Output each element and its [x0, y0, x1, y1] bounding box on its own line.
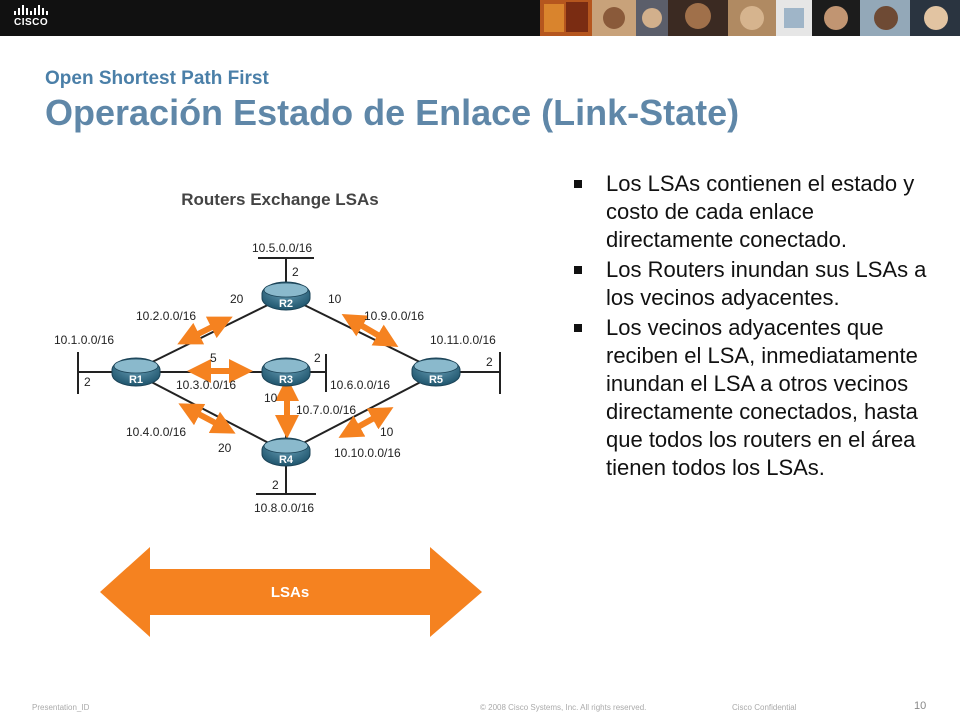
network-label: 10.5.0.0/16: [252, 241, 312, 255]
network-label: 10.8.0.0/16: [254, 501, 314, 515]
cost-label: 10: [380, 425, 394, 439]
bullet-item: Los LSAs contienen el estado y costo de …: [572, 170, 942, 254]
bullet-square-icon: [574, 266, 582, 274]
slide-subtitle: Open Shortest Path First: [45, 68, 269, 89]
router-r4: R4: [261, 437, 311, 467]
cost-label: 2: [272, 478, 279, 492]
cost-label: 10: [328, 292, 342, 306]
router-label-r2: R2: [279, 298, 293, 310]
router-label-r4: R4: [279, 454, 294, 466]
lsa-arrow-label: LSAs: [271, 584, 309, 601]
page-number: 10: [914, 700, 927, 712]
network-label: 10.4.0.0/16: [126, 425, 186, 439]
network-label: 10.6.0.0/16: [330, 378, 390, 392]
network-label: 10.11.0.0/16: [430, 333, 496, 347]
lsa-arrow-r4-r5: [338, 407, 394, 438]
bullet-square-icon: [574, 180, 582, 188]
diagram-heading: Routers Exchange LSAs: [181, 190, 378, 209]
cost-label: 2: [292, 265, 299, 279]
lsa-double-arrow: [100, 547, 482, 637]
cost-label: 2: [84, 375, 91, 389]
footer-presentation-id: Presentation_ID: [32, 703, 90, 712]
bullet-item: Los Routers inundan sus LSAs a los vecin…: [572, 256, 942, 312]
cisco-logo-icon: [14, 5, 48, 15]
bullet-item: Los vecinos adyacentes que reciben el LS…: [572, 314, 942, 482]
footer-confidential: Cisco Confidential: [732, 703, 797, 712]
bullet-text: Los vecinos adyacentes que reciben el LS…: [606, 315, 918, 480]
footer-copyright: © 2008 Cisco Systems, Inc. All rights re…: [480, 703, 647, 712]
router-r2: R2: [261, 281, 311, 311]
network-label: 10.3.0.0/16: [176, 378, 236, 392]
router-label-r1: R1: [129, 374, 143, 386]
header-banner: CISCO: [0, 0, 960, 36]
cost-label: 2: [486, 355, 493, 369]
network-label: 10.10.0.0/16: [334, 446, 401, 460]
lsa-arrow-r1-r2: [177, 316, 233, 345]
lsa-arrow-r2-r5: [341, 313, 399, 348]
router-label-r5: R5: [429, 374, 443, 386]
network-label: 10.9.0.0/16: [364, 309, 424, 323]
network-label: 10.2.0.0/16: [136, 309, 196, 323]
link-r2-r5: [285, 295, 437, 371]
router-r5: R5: [411, 357, 461, 387]
bullet-list: Los LSAs contienen el estado y costo de …: [572, 170, 942, 484]
cost-label: 5: [210, 351, 217, 365]
lsa-arrow-r1-r4: [178, 403, 236, 434]
banner-photos: [540, 0, 960, 36]
router-r1: R1: [111, 357, 161, 387]
network-label: 10.1.0.0/16: [54, 333, 114, 347]
bullet-text: Los LSAs contienen el estado y costo de …: [606, 171, 915, 252]
router-r3: R3: [261, 357, 311, 387]
cost-label: 20: [230, 292, 244, 306]
cost-label: 2: [314, 351, 321, 365]
bullet-square-icon: [574, 324, 582, 332]
logo-text: CISCO: [14, 17, 49, 28]
bullet-text: Los Routers inundan sus LSAs a los vecin…: [606, 257, 927, 310]
slide-title: Operación Estado de Enlace (Link-State): [45, 92, 740, 133]
network-diagram: Routers Exchange LSAs R2: [54, 190, 501, 637]
cost-label: 20: [218, 441, 232, 455]
cost-label: 10: [264, 391, 278, 405]
network-label: 10.7.0.0/16: [296, 403, 356, 417]
router-label-r3: R3: [279, 374, 293, 386]
